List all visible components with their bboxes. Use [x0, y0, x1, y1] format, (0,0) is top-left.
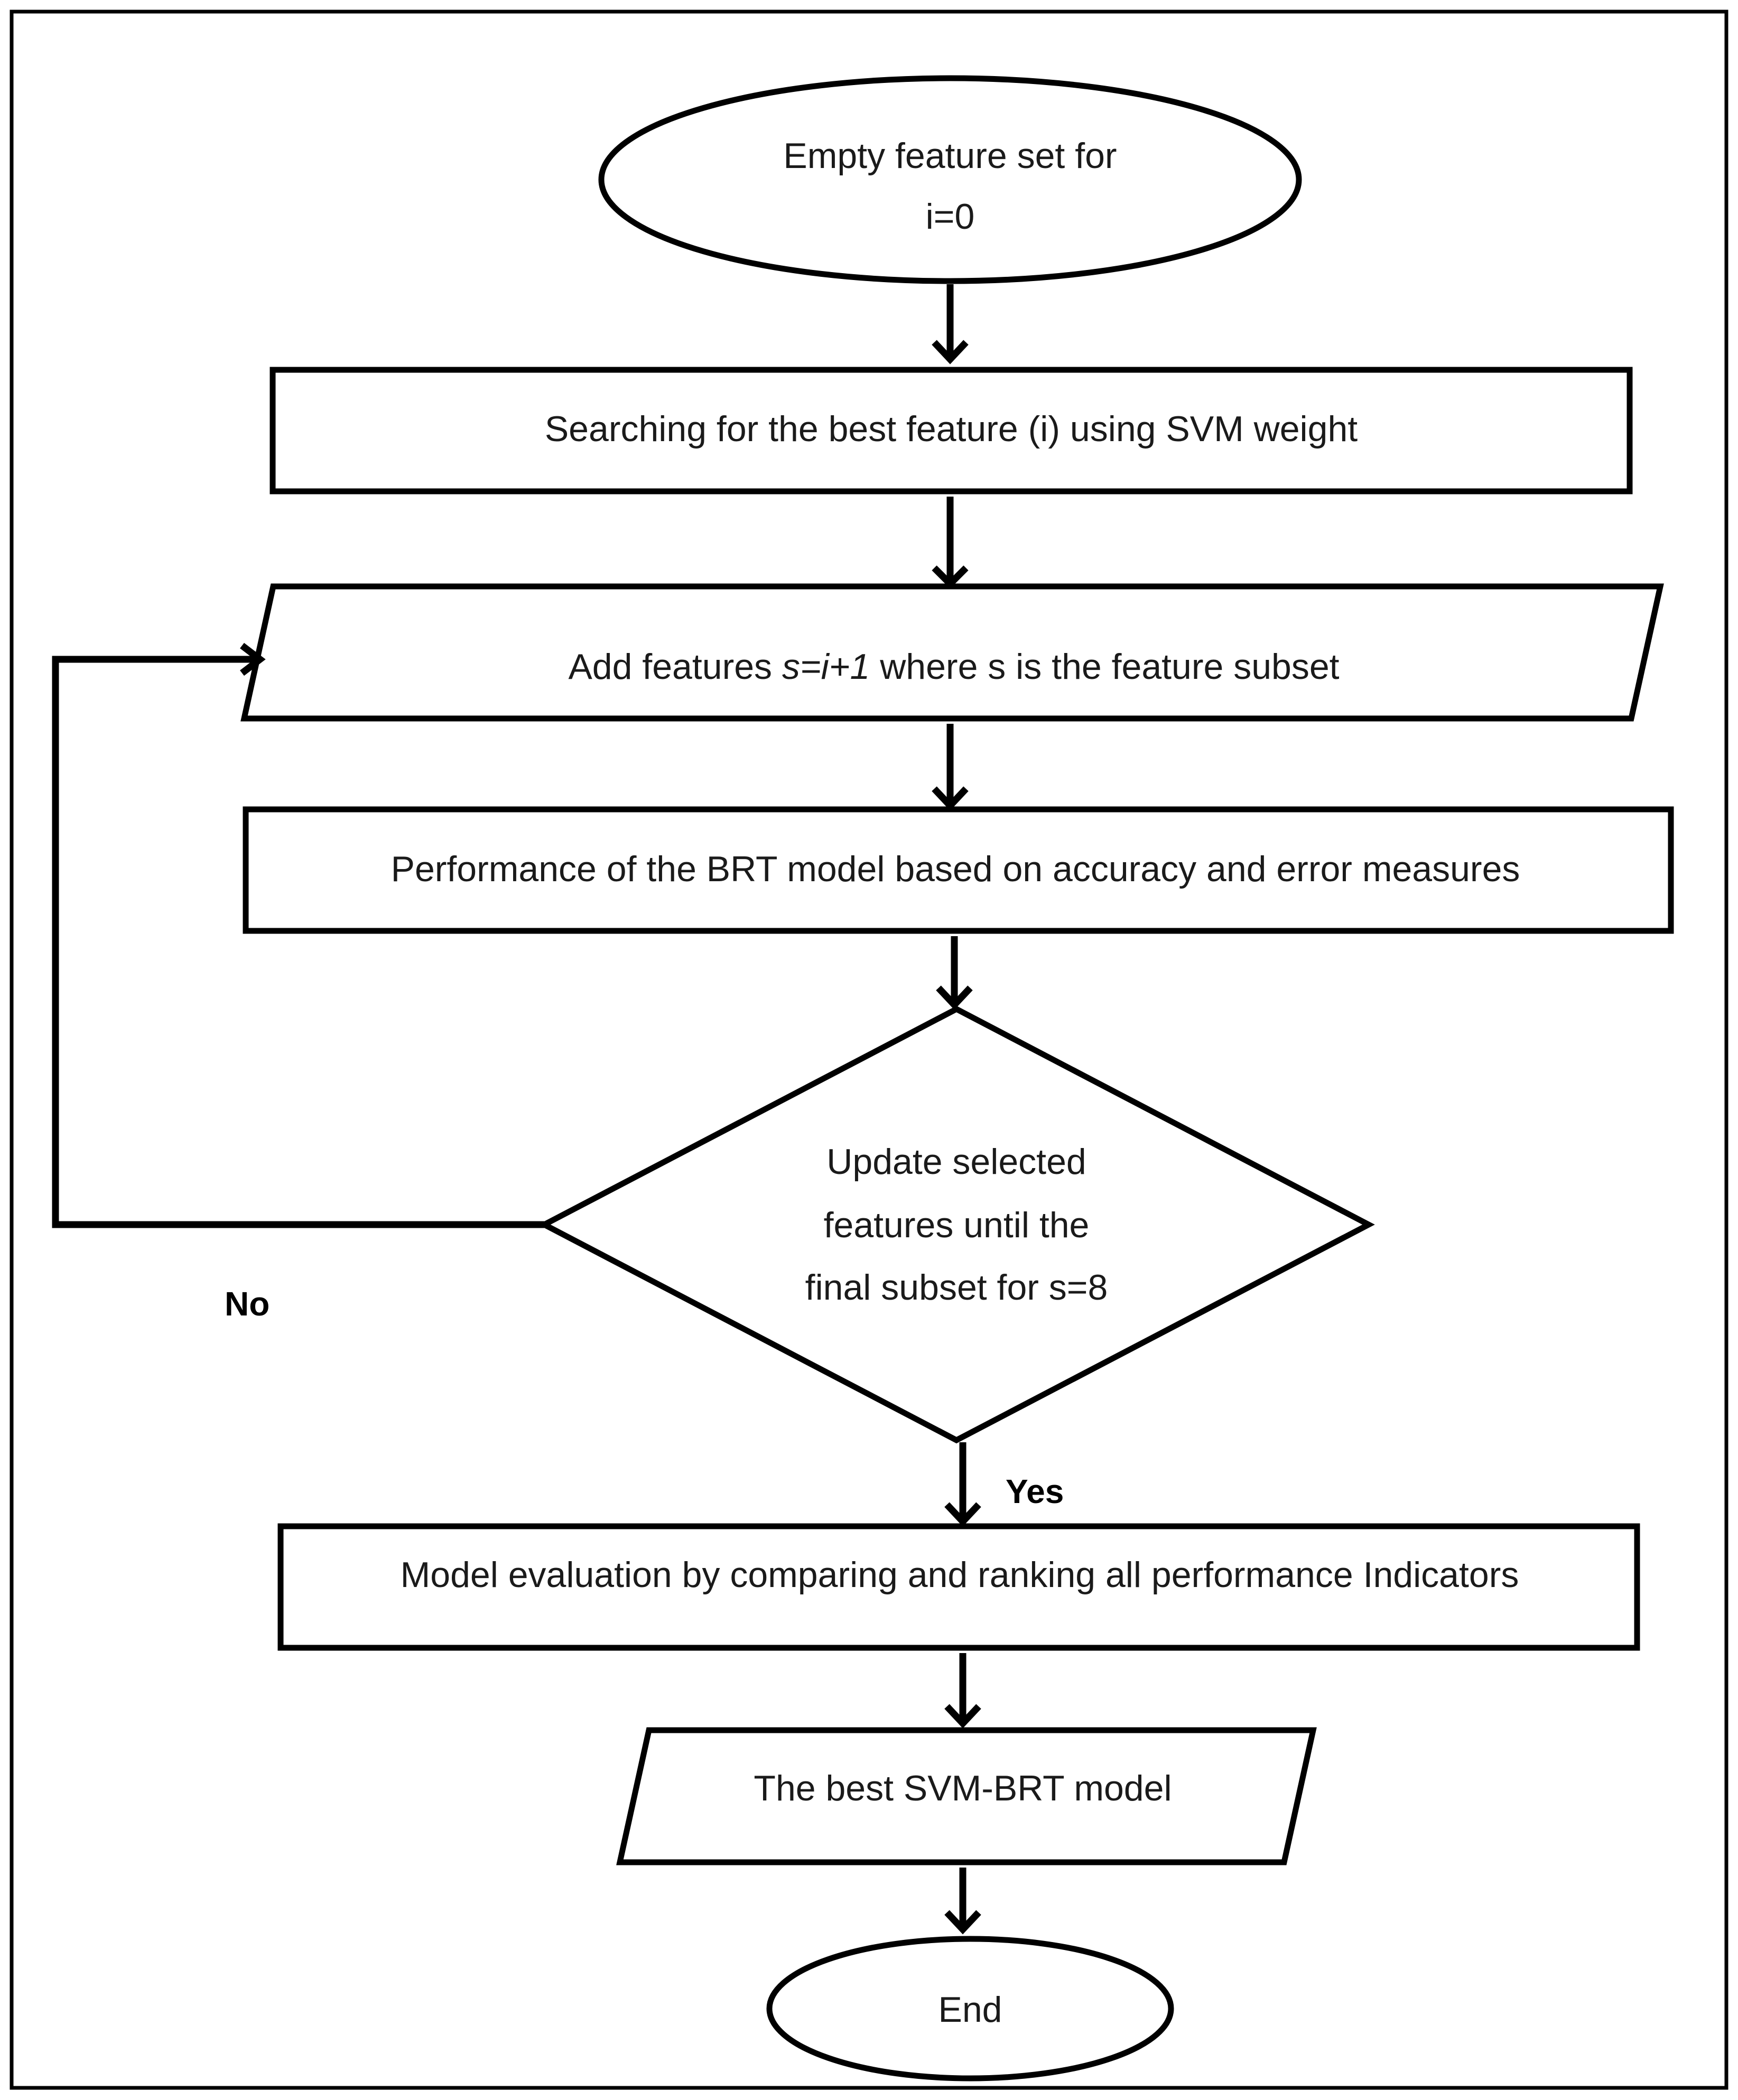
best-model-node-text: The best SVM-BRT model [754, 1768, 1172, 1808]
arrowhead-no-loop [240, 642, 266, 676]
search-node [269, 367, 1633, 494]
yes-label: Yes [1006, 1472, 1064, 1510]
add-node-suffix: where s is the feature subset [870, 647, 1339, 687]
end-node [766, 1936, 1174, 2082]
decision-node-line2: features until the [824, 1205, 1090, 1245]
start-node-line2: i=0 [926, 197, 975, 237]
arrowhead-evaluation-best [944, 1704, 981, 1729]
start-node [598, 75, 1302, 284]
search-node-text: Searching for the best feature (i) using… [545, 409, 1358, 449]
performance-node-text: Performance of the BRT model based on ac… [391, 849, 1520, 889]
add-node-text: Add features s=i+1 where s is the featur… [568, 647, 1339, 687]
decision-node-line1: Update selected [826, 1142, 1086, 1182]
arrowhead-best-end [944, 1910, 981, 1935]
arrowhead-add-performance [932, 786, 969, 811]
arrowhead-decision-yes [944, 1502, 981, 1527]
arrowhead-start-search [932, 340, 969, 365]
performance-node [243, 806, 1674, 934]
no-label: No [225, 1285, 269, 1323]
decision-node-line3: final subset for s=8 [805, 1267, 1108, 1308]
end-node-text: End [938, 1990, 1002, 2030]
add-node-formula: s=i+1 [782, 647, 870, 687]
arrowhead-performance-decision [936, 985, 973, 1010]
add-node [240, 583, 1664, 722]
decision-node [538, 1005, 1375, 1444]
edge-decision-no-loop [52, 656, 544, 1228]
evaluation-node [277, 1523, 1640, 1651]
evaluation-node-text: Model evaluation by comparing and rankin… [401, 1555, 1519, 1595]
start-node-line1: Empty feature set for [783, 136, 1117, 176]
add-node-prefix: Add features [568, 647, 782, 687]
best-model-node [616, 1727, 1317, 1865]
